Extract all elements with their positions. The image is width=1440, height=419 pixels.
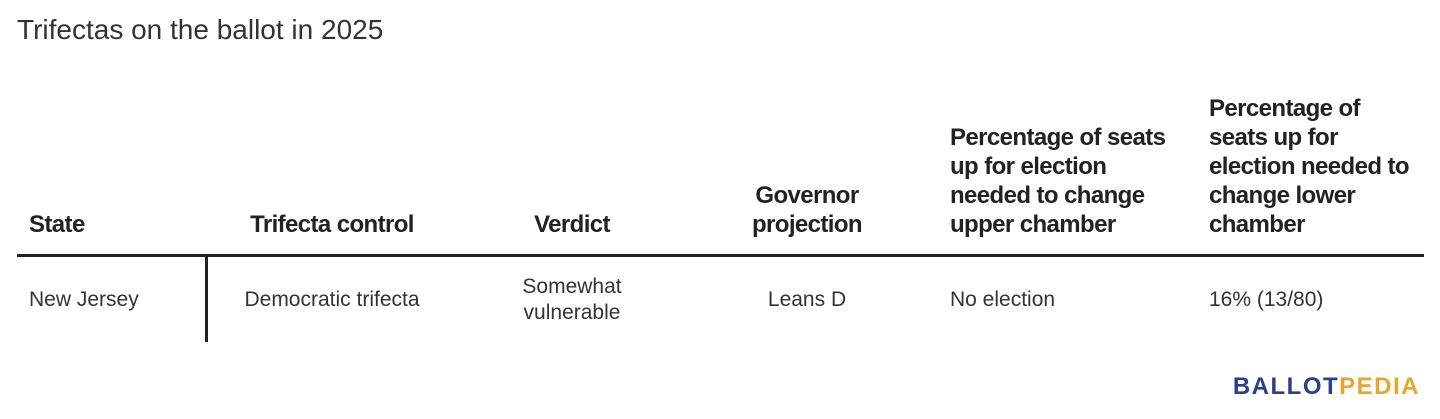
table-row: New Jersey Democratic trifecta Somewhat … (17, 257, 1424, 342)
cell-state: New Jersey (29, 287, 139, 311)
table-header-row: State Trifecta control Verdict Governor … (17, 92, 1424, 257)
cell-upper-chamber: No election (950, 287, 1056, 311)
ballotpedia-logo: BALLOTPEDIA (1233, 373, 1420, 401)
header-trifecta-control: Trifecta control (250, 211, 414, 238)
header-state: State (29, 211, 85, 238)
cell-trifecta-control: Democratic trifecta (244, 287, 420, 311)
header-governor-projection: Governor projection (751, 182, 863, 238)
column-divider (205, 257, 208, 342)
header-upper-chamber: Percentage of seats up for election need… (950, 124, 1166, 238)
logo-ballot-text: BALLOT (1232, 373, 1340, 400)
header-verdict: Verdict (534, 211, 610, 238)
cell-governor-projection: Leans D (767, 287, 847, 311)
cell-lower-chamber: 16% (13/80) (1209, 287, 1324, 311)
header-lower-chamber: Percentage of seats up for election need… (1209, 95, 1410, 238)
logo-pedia-text: PEDIA (1339, 373, 1420, 400)
cell-verdict: Somewhat vulnerable (522, 274, 622, 324)
trifecta-table: State Trifecta control Verdict Governor … (17, 92, 1424, 342)
page-title: Trifectas on the ballot in 2025 (17, 14, 384, 45)
